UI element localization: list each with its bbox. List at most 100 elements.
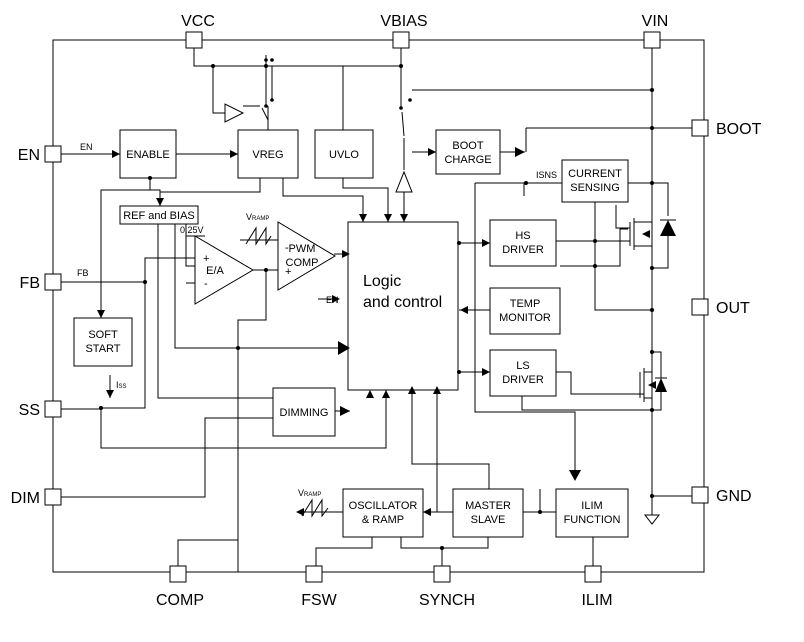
pin-out-label: OUT bbox=[716, 300, 750, 317]
block-pwm-comparator: PWM COMP - + bbox=[277, 221, 336, 291]
pin-boot: BOOT bbox=[691, 119, 762, 138]
block-enable-label: ENABLE bbox=[126, 149, 169, 161]
pwm-minus-sign: - bbox=[285, 242, 289, 254]
block-master-slave: MASTER SLAVE bbox=[452, 488, 524, 538]
block-error-amplifier: E/A + - bbox=[194, 235, 254, 305]
pin-ss: SS bbox=[19, 400, 62, 419]
block-boot-charge-label-2: CHARGE bbox=[444, 154, 491, 166]
block-boot-charge: BOOT CHARGE bbox=[435, 129, 501, 175]
block-enable: ENABLE bbox=[119, 129, 177, 179]
signal-vref: 0.25V bbox=[180, 225, 204, 235]
hs-mosfet-icon bbox=[629, 218, 652, 250]
block-oscillator-label-1: OSCILLATOR bbox=[349, 500, 418, 512]
signal-vramp-main: VRAMP bbox=[246, 212, 269, 222]
vbias-buffer-icon bbox=[395, 170, 413, 193]
block-boot-charge-label-1: BOOT bbox=[452, 140, 483, 152]
pin-gnd: GND bbox=[691, 486, 752, 505]
signal-en-in: EN bbox=[80, 142, 93, 152]
ramp-waveform-icon bbox=[245, 226, 329, 518]
pin-boot-label: BOOT bbox=[716, 121, 762, 138]
block-logic-control: Logic and control bbox=[347, 221, 459, 391]
ls-mosfet-icon bbox=[639, 368, 656, 402]
pin-synch-label: SYNCH bbox=[419, 592, 475, 609]
block-hs-driver-label-2: DRIVER bbox=[502, 244, 544, 256]
block-ls-driver-label-1: LS bbox=[516, 360, 529, 372]
switch-icons bbox=[261, 58, 412, 137]
pin-comp: COMP bbox=[156, 565, 204, 609]
block-ea-label: E/A bbox=[206, 265, 224, 277]
block-current-sensing-label-2: SENSING bbox=[570, 182, 620, 194]
block-hs-driver: HS DRIVER bbox=[489, 219, 557, 267]
pin-en-label: EN bbox=[18, 147, 40, 164]
signal-iss: ISS bbox=[116, 380, 127, 390]
signal-en-logic: EN bbox=[326, 295, 339, 305]
signal-iss-i: I bbox=[116, 380, 119, 390]
pin-vcc: VCC bbox=[181, 13, 215, 49]
block-logic-label-2: and control bbox=[363, 294, 442, 311]
block-temp-monitor-label-1: TEMP bbox=[510, 298, 541, 310]
pin-dim: DIM bbox=[11, 488, 62, 507]
block-ls-driver-label-2: DRIVER bbox=[502, 374, 544, 386]
block-current-sensing: CURRENT SENSING bbox=[561, 159, 629, 203]
ls-diode-icon bbox=[652, 351, 667, 411]
junction-dots bbox=[99, 64, 654, 550]
pin-fsw-label: FSW bbox=[301, 592, 337, 609]
pin-ilim: ILIM bbox=[581, 565, 613, 609]
block-soft-start: SOFT START bbox=[73, 317, 133, 367]
pin-dim-label: DIM bbox=[11, 490, 40, 507]
pin-vin-label: VIN bbox=[642, 13, 669, 30]
block-vreg-label: VREG bbox=[252, 149, 283, 161]
block-master-slave-label-1: MASTER bbox=[465, 500, 511, 512]
hs-diode-icon bbox=[660, 219, 676, 236]
pin-out: OUT bbox=[691, 298, 750, 317]
ground-symbol-icon bbox=[643, 495, 692, 525]
block-dimming-label: DIMMING bbox=[280, 407, 329, 419]
arrowheads bbox=[97, 147, 581, 516]
pin-ss-label: SS bbox=[19, 402, 40, 419]
block-oscillator-ramp: OSCILLATOR & RAMP bbox=[342, 488, 424, 538]
signal-iss-sub: SS bbox=[119, 384, 127, 390]
signal-vramp-main-v: V bbox=[246, 212, 252, 222]
block-soft-start-label-1: SOFT bbox=[88, 329, 118, 341]
pin-vbias-label: VBIAS bbox=[380, 13, 427, 30]
pwm-plus-sign: + bbox=[285, 266, 291, 278]
block-ref-bias: REF and BIAS bbox=[119, 205, 199, 225]
signal-fb-in: FB bbox=[77, 268, 89, 278]
ea-minus-sign: - bbox=[204, 278, 208, 290]
pin-vin: VIN bbox=[642, 13, 669, 49]
pin-synch: SYNCH bbox=[419, 565, 475, 609]
block-temp-monitor-label-2: MONITOR bbox=[499, 312, 551, 324]
block-soft-start-label-2: START bbox=[85, 343, 120, 355]
block-uvlo: UVLO bbox=[314, 129, 374, 179]
pin-gnd-label: GND bbox=[716, 488, 752, 505]
pin-comp-label: COMP bbox=[156, 592, 204, 609]
block-hs-driver-label-1: HS bbox=[515, 230, 530, 242]
pin-vbias: VBIAS bbox=[380, 13, 428, 49]
pin-fb: FB bbox=[20, 273, 62, 292]
pin-fb-label: FB bbox=[20, 275, 40, 292]
block-pwm-label-2: COMP bbox=[286, 257, 319, 269]
signal-vramp-osc-v: V bbox=[298, 488, 304, 498]
block-vreg: VREG bbox=[237, 129, 299, 179]
block-ilim-function-label-2: FUNCTION bbox=[564, 514, 621, 526]
ea-plus-sign: + bbox=[203, 253, 209, 265]
signal-isns: ISNS bbox=[536, 170, 557, 180]
block-ilim-function: ILIM FUNCTION bbox=[555, 488, 629, 538]
vcc-buffer-icon bbox=[224, 103, 245, 123]
block-ls-driver: LS DRIVER bbox=[489, 349, 557, 397]
block-master-slave-label-2: SLAVE bbox=[471, 514, 506, 526]
block-pwm-label-1: PWM bbox=[289, 243, 316, 255]
block-dimming: DIMMING bbox=[272, 387, 336, 437]
block-uvlo-label: UVLO bbox=[329, 149, 359, 161]
pin-en: EN bbox=[18, 145, 62, 164]
signal-vramp-main-sub: RAMP bbox=[252, 216, 269, 222]
block-current-sensing-label-1: CURRENT bbox=[568, 168, 622, 180]
pin-fsw: FSW bbox=[301, 565, 338, 609]
pin-ilim-label: ILIM bbox=[581, 592, 612, 609]
block-logic-label-1: Logic bbox=[363, 273, 401, 290]
signal-vramp-osc-sub: RAMP bbox=[304, 492, 321, 498]
block-temp-monitor: TEMP MONITOR bbox=[489, 287, 561, 335]
pin-vcc-label: VCC bbox=[181, 13, 215, 30]
block-ref-bias-label: REF and BIAS bbox=[123, 210, 195, 222]
